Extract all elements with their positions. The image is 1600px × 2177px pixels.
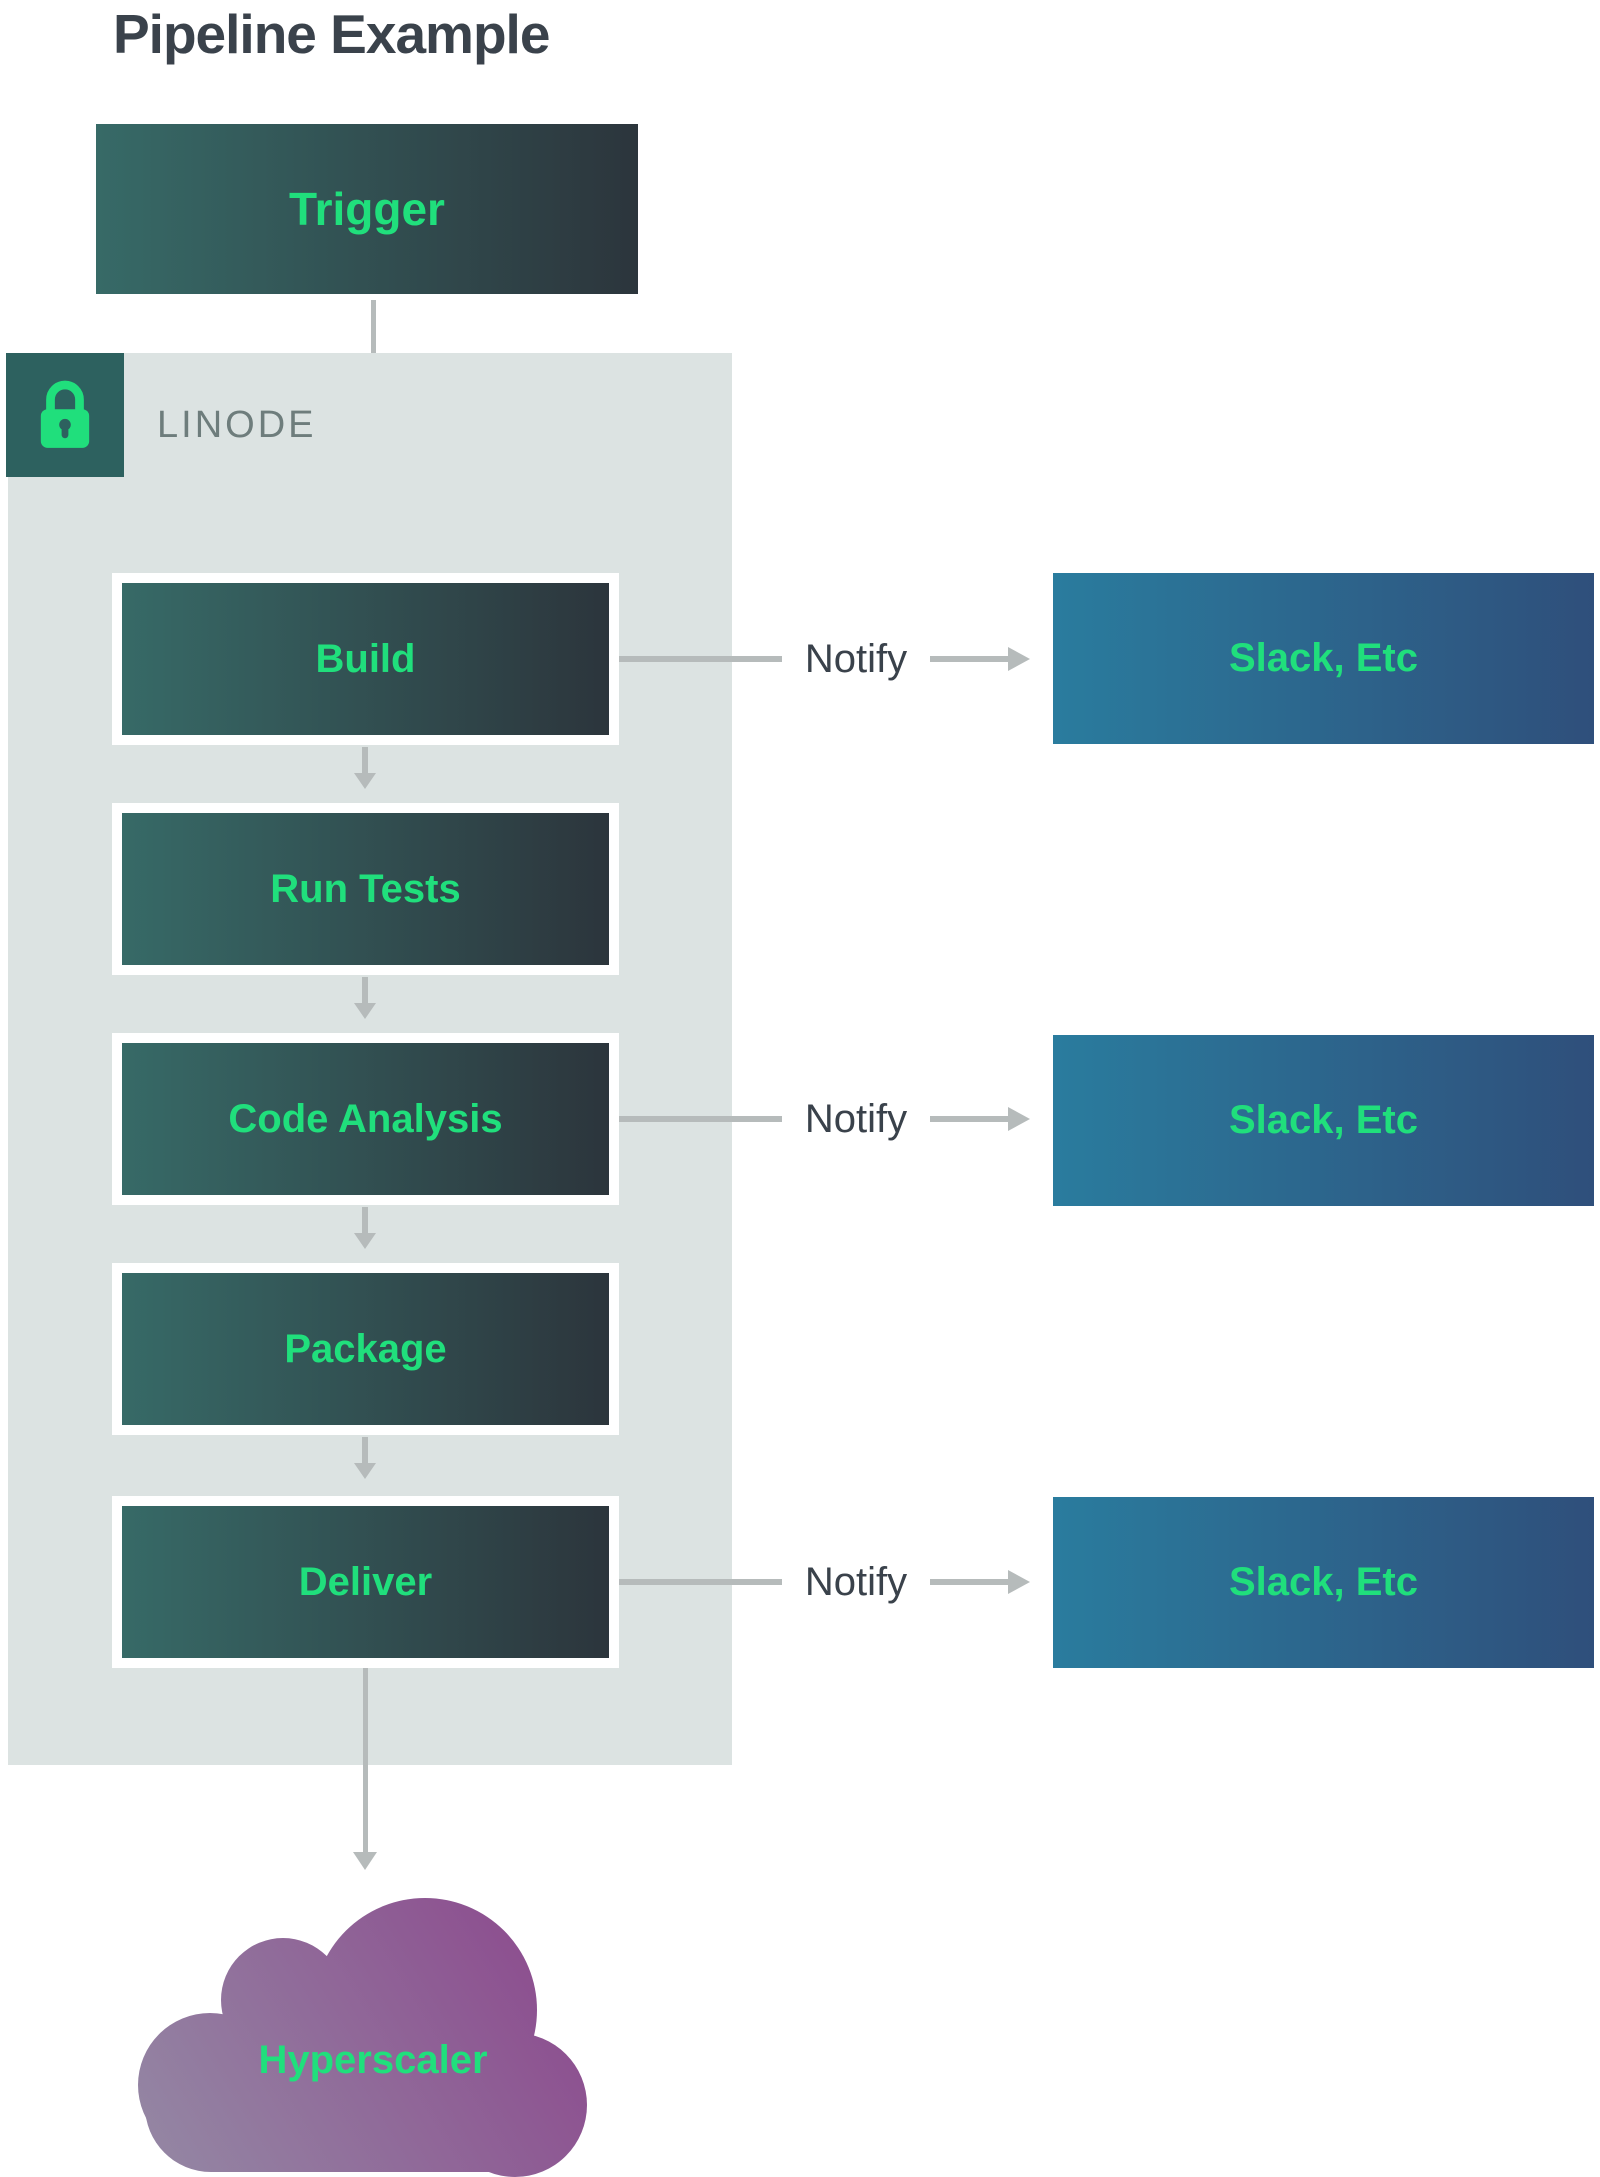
notify-label: Notify bbox=[804, 1097, 908, 1141]
notify-line bbox=[619, 1116, 782, 1122]
stage-label: Code Analysis bbox=[228, 1096, 503, 1141]
stage-label: Build bbox=[315, 636, 416, 681]
notification-target-node: Slack, Etc bbox=[1053, 1497, 1594, 1668]
linode-panel-label: LINODE bbox=[157, 404, 317, 446]
arrow-build-to-runtests bbox=[362, 747, 368, 773]
notification-target-node: Slack, Etc bbox=[1053, 1035, 1594, 1206]
arrow-deliver-to-cloud bbox=[363, 1668, 368, 1852]
notify-line bbox=[930, 1579, 1008, 1585]
notify-line bbox=[930, 1116, 1008, 1122]
cloud-icon bbox=[138, 1898, 587, 2177]
arrow-head-right-icon bbox=[1008, 1570, 1030, 1594]
trigger-node: Trigger bbox=[96, 124, 638, 294]
notification-target-label: Slack, Etc bbox=[1228, 1098, 1418, 1142]
notification-target-label: Slack, Etc bbox=[1228, 1560, 1418, 1604]
notification-target-label: Slack, Etc bbox=[1228, 636, 1418, 680]
stage-node-package: Package bbox=[112, 1263, 619, 1435]
arrow-head-down-icon bbox=[354, 773, 376, 789]
cloud-label: Hyperscaler bbox=[258, 2038, 488, 2082]
stage-node-deliver: Deliver bbox=[112, 1496, 619, 1668]
notify-line bbox=[619, 656, 782, 662]
stage-label: Run Tests bbox=[270, 866, 461, 911]
arrow-head-down-icon bbox=[354, 1003, 376, 1019]
linode-lock-badge bbox=[6, 353, 124, 477]
stage-node-code-analysis: Code Analysis bbox=[112, 1033, 619, 1205]
notify-label: Notify bbox=[804, 1560, 908, 1604]
stage-node-run-tests: Run Tests bbox=[112, 803, 619, 975]
stage-label: Deliver bbox=[298, 1559, 433, 1604]
page-title: Pipeline Example bbox=[113, 3, 550, 65]
notify-line bbox=[619, 1579, 782, 1585]
notification-target-node: Slack, Etc bbox=[1053, 573, 1594, 744]
arrow-head-right-icon bbox=[1008, 647, 1030, 671]
arrow-head-down-icon bbox=[353, 1852, 377, 1870]
arrow-runtests-to-codeanalysis bbox=[362, 977, 368, 1003]
arrow-head-down-icon bbox=[354, 1463, 376, 1479]
lock-icon bbox=[40, 380, 90, 448]
stage-node-build: Build bbox=[112, 573, 619, 745]
stage-label: Package bbox=[284, 1326, 447, 1371]
notify-line bbox=[930, 656, 1008, 662]
arrow-package-to-deliver bbox=[362, 1437, 368, 1463]
arrow-head-down-icon bbox=[354, 1233, 376, 1249]
trigger-label: Trigger bbox=[289, 183, 445, 235]
arrow-head-right-icon bbox=[1008, 1107, 1030, 1131]
arrow-codeanalysis-to-package bbox=[362, 1207, 368, 1233]
notify-label: Notify bbox=[804, 637, 908, 681]
